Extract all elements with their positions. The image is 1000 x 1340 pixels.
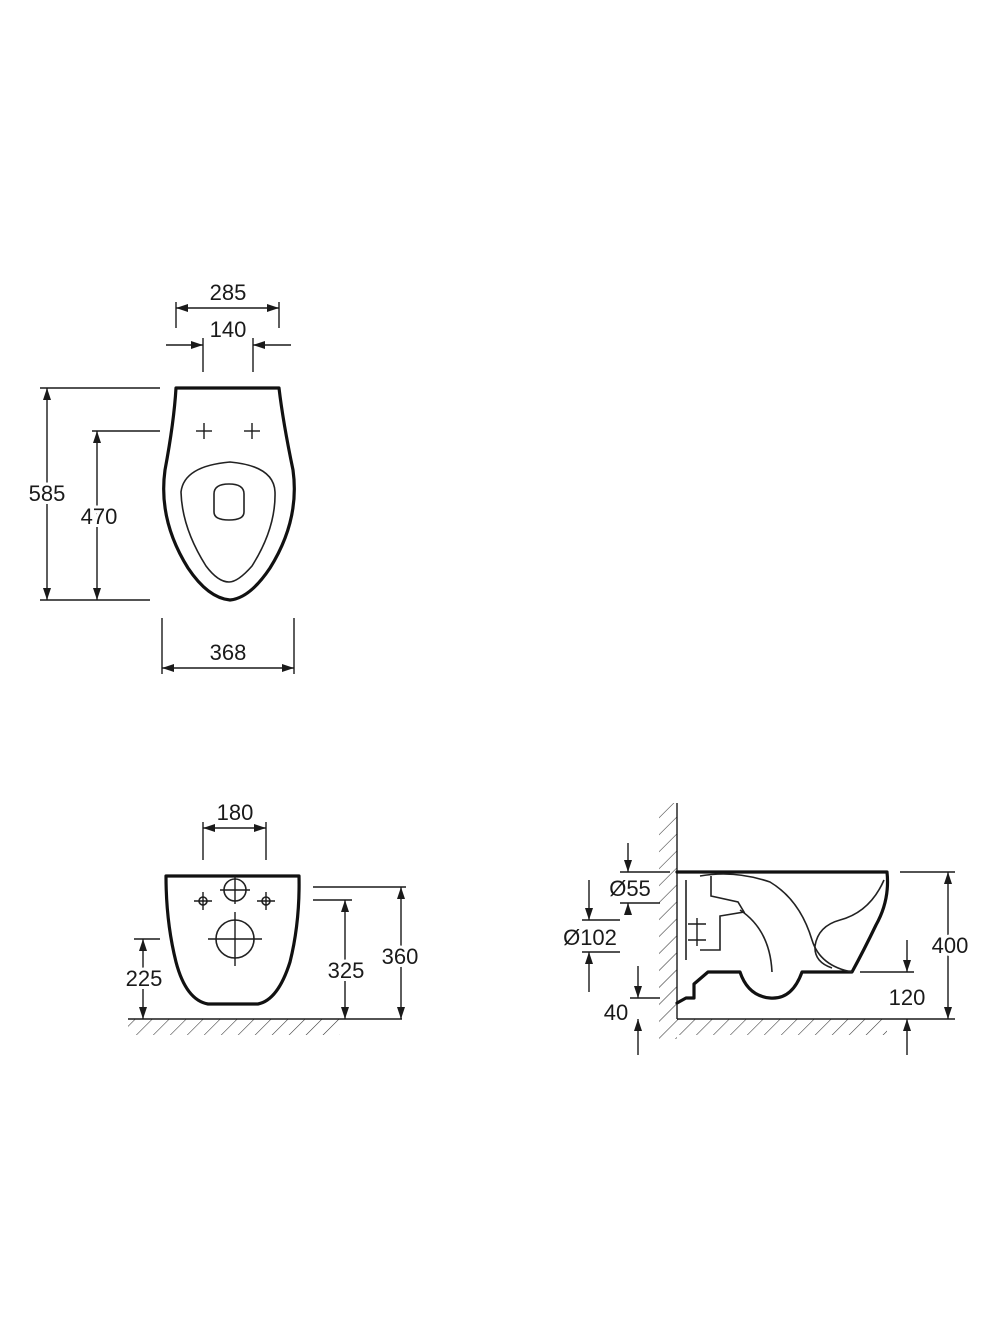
dimension-label-368: 368 — [210, 640, 247, 665]
top-view-outlet — [213, 483, 245, 521]
dimension-140: 140 — [166, 317, 291, 372]
side-view-trap-curve — [699, 873, 853, 973]
dimension-120: 120 — [860, 940, 925, 1055]
dimension-180: 180 — [202, 800, 267, 860]
dimension-325: 325 — [313, 899, 367, 1019]
side-view-bowl-outline — [675, 870, 890, 1005]
dimension-label-120: 120 — [889, 985, 926, 1010]
front-view: 180 225 325 360 — [123, 800, 421, 1035]
dimension-label-40: 40 — [604, 1000, 628, 1025]
dimension-label-585: 585 — [29, 481, 66, 506]
dimension-285: 285 — [175, 280, 280, 328]
dimension-40: 40 — [604, 966, 660, 1055]
dimension-470: 470 — [78, 430, 160, 600]
side-view-flush-channel — [700, 876, 746, 951]
dimension-label-diameter-102: Ø102 — [563, 925, 617, 950]
side-view-bowl-inner — [739, 909, 773, 973]
top-view: 285 140 585 470 — [26, 280, 296, 674]
mounting-mark-right — [244, 423, 260, 439]
dimension-585: 585 — [26, 387, 160, 601]
front-view-bolt-left — [194, 892, 212, 910]
dimension-400: 400 — [900, 871, 971, 1019]
front-view-bolt-right — [257, 892, 275, 910]
dimension-diameter-55: Ø55 — [609, 843, 670, 915]
front-view-floor-hatch — [128, 1019, 340, 1035]
dimension-diameter-102: Ø102 — [560, 880, 620, 992]
side-view-inner-rim — [814, 879, 885, 969]
dimension-label-285: 285 — [210, 280, 247, 305]
dimension-label-180: 180 — [217, 800, 254, 825]
top-view-inner-seat — [180, 461, 276, 583]
front-view-bowl-outline — [164, 874, 301, 1006]
top-view-bowl-outline — [162, 386, 296, 602]
dimension-label-325: 325 — [328, 958, 365, 983]
dimension-label-140: 140 — [210, 317, 247, 342]
dimension-label-360: 360 — [382, 944, 419, 969]
dimension-label-diameter-55: Ø55 — [609, 876, 651, 901]
side-view-wall-hatch — [659, 803, 677, 1039]
dimension-360: 360 — [313, 886, 421, 1019]
dimension-label-470: 470 — [81, 504, 118, 529]
dimension-225: 225 — [123, 938, 165, 1019]
dimension-label-400: 400 — [932, 933, 969, 958]
mounting-mark-left — [196, 423, 212, 439]
dimension-label-225: 225 — [126, 966, 163, 991]
side-view-floor-hatch — [677, 1019, 887, 1035]
side-view: Ø55 Ø102 40 400 — [560, 803, 971, 1055]
dimension-368: 368 — [161, 618, 295, 674]
